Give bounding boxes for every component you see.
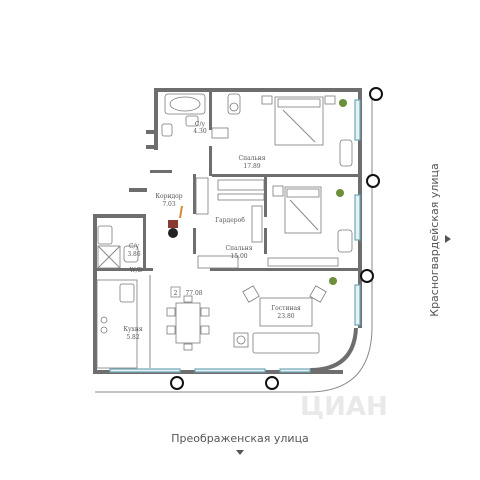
room-name-bed1: Спальня: [238, 155, 265, 162]
bathroom1-fixtures: [161, 93, 241, 139]
street-label-bottom: Преображенская улица: [171, 432, 309, 445]
room-labels: С/у 4.30 Спальня 17.89 Коридор 7.03 Гард…: [123, 121, 301, 341]
street-label-right: Красногвардейская улица: [428, 163, 441, 316]
room-area-bath2: 3.86: [127, 251, 141, 258]
watermark: ЦИАН: [300, 392, 388, 422]
unit-badge: 2 77.08: [170, 286, 203, 298]
bathroom2-fixtures: [97, 225, 139, 269]
room-area-bed2: 15.00: [230, 253, 247, 260]
dining-table: [166, 295, 210, 351]
room-area-living: 23.80: [277, 313, 294, 320]
arrow-right-icon: [445, 235, 451, 243]
room-name-corridor: Коридор: [155, 193, 182, 200]
badge-area: 77.08: [185, 290, 202, 297]
columns: [170, 87, 383, 390]
plants: [329, 99, 347, 285]
street-boundary-line: [95, 98, 373, 393]
room-area-corridor: 7.03: [162, 201, 176, 208]
windows: [109, 99, 361, 373]
room-name-wd: W/D: [130, 267, 143, 274]
room-name-bath1: С/у: [195, 121, 206, 128]
kitchen-counter: [96, 275, 151, 369]
arrow-down-icon: [236, 450, 244, 455]
person-figure: [168, 205, 183, 238]
inner-walls: [93, 92, 358, 271]
room-area-kitchen: 5.82: [126, 334, 140, 341]
bedroom1-furniture: [261, 95, 353, 167]
badge-rooms: 2: [174, 290, 178, 297]
room-name-bed2: Спальня: [225, 245, 252, 252]
room-name-bath2: С/у: [129, 243, 140, 250]
room-name-living: Гостиная: [271, 305, 301, 312]
bedroom2-furniture: [267, 185, 353, 267]
room-name-kitchen: Кухня: [123, 326, 143, 333]
living-furniture: [233, 285, 327, 354]
room-name-wardrobe: Гардероб: [215, 217, 245, 224]
room-area-bed1: 17.89: [243, 163, 260, 170]
room-area-bath1: 4.30: [193, 128, 207, 135]
wardrobe-shelves: [195, 177, 265, 269]
